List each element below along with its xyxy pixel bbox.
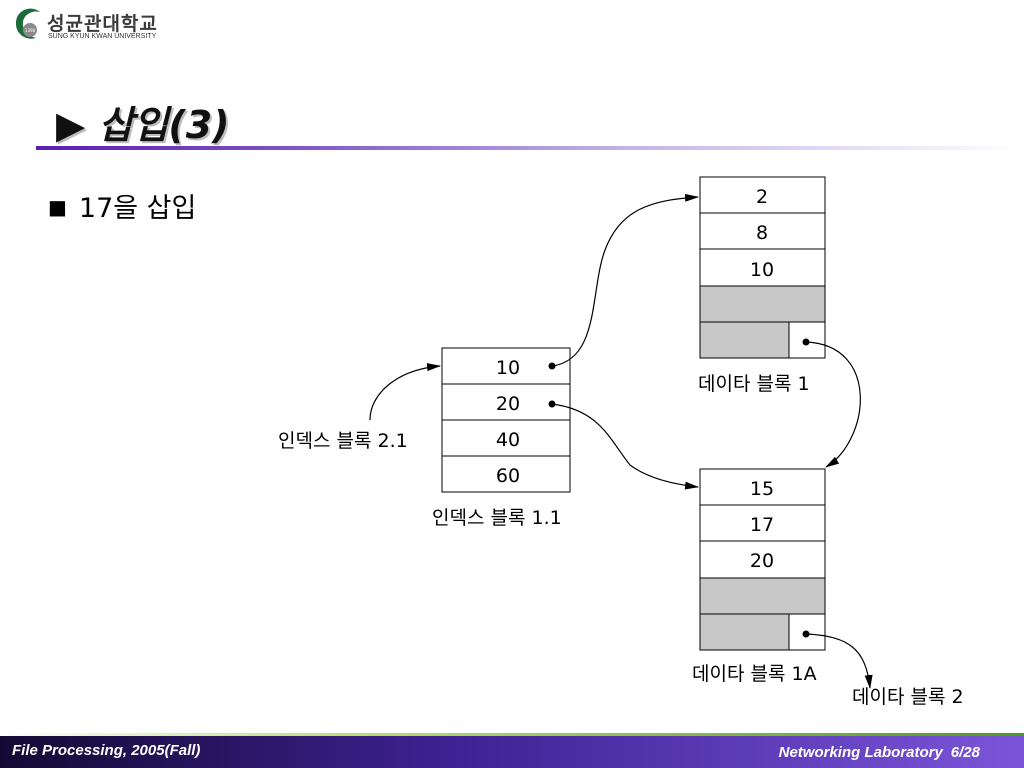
data-block-1: 2 8 10 데이타 블록 1 bbox=[698, 176, 826, 395]
logo-year: 1398 bbox=[25, 28, 36, 33]
university-emblem-icon: 1398 bbox=[15, 8, 40, 39]
data-record: 15 bbox=[750, 478, 774, 500]
link-arrow-1-to-1A bbox=[805, 341, 861, 468]
pointer-arrow-2-1-to-1-1 bbox=[369, 363, 441, 421]
logo-name-ko: 성균관대학교 bbox=[47, 13, 158, 35]
data-block-1-frame bbox=[699, 176, 826, 359]
link-arrow-1A-to-2 bbox=[805, 633, 873, 689]
data-block-1A-frame bbox=[699, 468, 826, 651]
bullet-square-icon: ■ bbox=[48, 195, 67, 219]
title-underline bbox=[36, 146, 1024, 150]
data-record: 17 bbox=[750, 514, 774, 536]
data-block-1A: 15 17 20 데이타 블록 1A bbox=[692, 468, 826, 685]
data-record: 8 bbox=[756, 222, 768, 244]
footer-bar: File Processing, 2005(Fall) Networking L… bbox=[0, 736, 1024, 768]
empty-slot bbox=[700, 614, 789, 650]
index-entry: 60 bbox=[496, 465, 520, 487]
index-entry: 40 bbox=[496, 429, 520, 451]
data-block-1-label: 데이타 블록 1 bbox=[698, 373, 810, 395]
index-entry: 10 bbox=[496, 357, 520, 379]
logo-name-en: SUNG KYUN KWAN UNIVERSITY bbox=[48, 33, 157, 40]
bullet-point: ■ 17을 삽입 bbox=[48, 186, 196, 225]
data-block-2-label: 데이타 블록 2 bbox=[852, 686, 964, 708]
index-entry: 20 bbox=[496, 393, 520, 415]
slide-title: ▶ 삽입(3) bbox=[56, 103, 230, 147]
empty-slot bbox=[700, 322, 789, 358]
university-logo: 1398 성균관대학교 SUNG KYUN KWAN UNIVERSITY bbox=[14, 6, 184, 46]
empty-slot bbox=[700, 578, 825, 614]
bullet-text: 17을 삽입 bbox=[78, 193, 197, 224]
index-block-1-1: 10 20 40 60 인덱스 블록 1.1 bbox=[432, 347, 571, 529]
data-record: 20 bbox=[750, 550, 774, 572]
footer-right: Networking Laboratory 6/28 bbox=[779, 744, 980, 761]
footer-course: File Processing, 2005(Fall) bbox=[12, 742, 201, 759]
pointer-arrow-20-to-data-block-1A bbox=[551, 403, 699, 490]
data-record: 10 bbox=[750, 259, 774, 281]
index-block-1-1-label: 인덱스 블록 1.1 bbox=[432, 507, 562, 529]
index-block-2-1-label: 인덱스 블록 2.1 bbox=[278, 430, 408, 452]
footer-page-number: 6/28 bbox=[950, 744, 980, 761]
footer-accent-line bbox=[0, 733, 1024, 736]
pointer-arrow-10-to-data-block-1 bbox=[551, 193, 699, 367]
data-record: 2 bbox=[756, 186, 768, 208]
data-block-1A-label: 데이타 블록 1A bbox=[692, 663, 817, 685]
empty-slot bbox=[700, 286, 825, 322]
footer-lab: Networking Laboratory bbox=[778, 744, 943, 761]
